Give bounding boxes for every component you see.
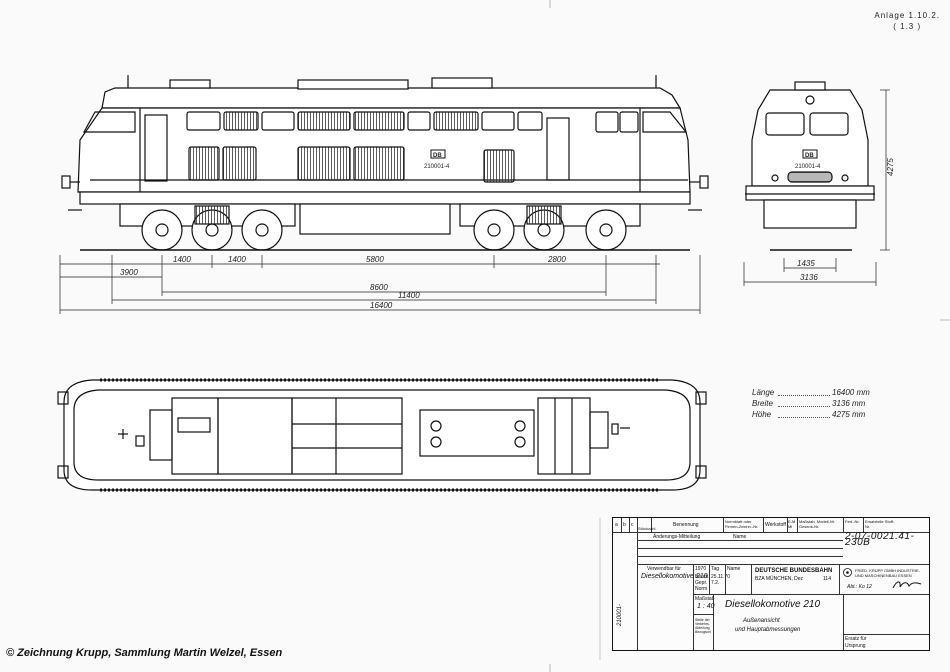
db-logo-front: DB	[802, 149, 818, 159]
side-stamp: Stelle der Verkehrs-Abteilung Bezugsort	[695, 618, 711, 634]
dim-4275: 4275	[886, 158, 895, 176]
annex-sub: ( 1.3 )	[893, 22, 922, 31]
dim-16400: 16400	[370, 301, 393, 310]
header-col-norm: Normblatt oder Firmen-Zeichn.-Nr.	[725, 519, 759, 529]
dim-11400: 11400	[398, 291, 420, 300]
sheet-crop-marks	[549, 0, 950, 672]
header-col-b: b	[623, 522, 626, 528]
dim-8600: 8600	[370, 283, 388, 292]
railway-name: DEUTSCHE BUNDESBAHN	[755, 568, 833, 574]
spec-width-label: Breite	[752, 399, 773, 408]
drawing-subtitle-2: und Hauptabmessungen	[735, 627, 801, 633]
signature-icon	[891, 578, 923, 594]
rear-bogie	[459, 203, 641, 251]
front-bogie	[119, 203, 296, 251]
spec-length-value: 16400 mm	[832, 388, 870, 397]
front-view-drawing	[745, 81, 875, 251]
loco-number-side: 210001-4	[424, 164, 450, 170]
header-col-qty: Stückzahl	[638, 526, 656, 531]
dim-1435: 1435	[797, 259, 815, 268]
top-view-drawing	[57, 378, 707, 492]
annex-label: Anlage 1.10.2. ( 1.3 )	[874, 10, 940, 32]
header-col-model: Maßstab, Modell-Nr. Gesenk-Nr.	[799, 519, 836, 529]
svg-text:DB: DB	[433, 153, 442, 159]
header-col-name: Benennung	[673, 522, 699, 528]
date-bearb: 25.11.70	[711, 574, 731, 580]
date-gepr: 7.2.	[711, 580, 720, 586]
scale-value: 1 : 40	[697, 603, 715, 610]
dim-3900: 3900	[120, 268, 138, 277]
dim-5800: 5800	[366, 255, 384, 264]
header-col-a: a	[615, 522, 618, 528]
railway-office: BZA MÜNCHEN, Dez	[755, 576, 804, 582]
spec-width-value: 3136 mm	[832, 399, 866, 408]
bearb-label: Bearb.	[695, 574, 710, 580]
spec-width: Breite 3136 mm	[752, 398, 870, 409]
side-view-drawing	[61, 75, 709, 251]
dim-1400-a: 1400	[173, 255, 191, 264]
drawing-subtitle-1: Außenansicht	[743, 618, 780, 624]
drawing-credit: © Zeichnung Krupp, Sammlung Martin Welze…	[6, 647, 283, 659]
main-dimensions-legend: Länge 16400 mm Breite 3136 mm Höhe 4275 …	[752, 387, 870, 420]
svg-text:DB: DB	[805, 153, 814, 159]
dim-1400-b: 1400	[228, 255, 246, 264]
gepr-label: Gepr.	[695, 580, 708, 586]
spec-height-value: 4275 mm	[832, 410, 866, 419]
krupp-logo-icon	[843, 568, 852, 579]
ursprung-label: Ursprung	[845, 643, 866, 649]
header-col-fert: Fert.-Nr.	[845, 519, 860, 524]
maker-line-1: FRIED. KRUPP GMBH INDUSTRIE-	[855, 568, 921, 573]
railway-office-code: 114	[823, 576, 831, 582]
dim-2800: 2800	[547, 255, 566, 264]
spec-height-label: Höhe	[752, 410, 772, 419]
header-col-em: E-M Mi	[788, 519, 796, 529]
header-col-parts: Ersatzteile Stoff-Nr.	[865, 519, 895, 529]
spec-length-label: Länge	[752, 388, 775, 397]
header-col-material: Werkstoff	[765, 522, 786, 528]
spec-height: Höhe 4275 mm	[752, 409, 870, 420]
side-drawing-code: 210001-	[617, 603, 623, 626]
loco-number-front: 210001-4	[795, 164, 821, 170]
change-notice-label: Änderungs-Mitteilung	[653, 534, 701, 540]
maker-line-2: UND MASCHINENBAU ESSEN	[855, 573, 912, 578]
side-dimension-labels: 1400 1400 5800 2800 3900 8600 11400 1640…	[120, 255, 566, 310]
annex-number: Anlage 1.10.2.	[874, 11, 940, 20]
year: 1970	[695, 566, 707, 572]
used-for-value: Diesellokomotive 210	[641, 573, 708, 580]
header-col-c: c	[631, 522, 634, 528]
side-dimension-lines	[59, 255, 701, 314]
used-for-label: Verwendbar für	[647, 566, 681, 572]
scale-label: Maßstab	[695, 596, 715, 602]
change-name-label: Name	[733, 534, 747, 540]
spec-length: Länge 16400 mm	[752, 387, 870, 398]
day-label: Tag	[711, 566, 720, 572]
maker-department: Abt.: Ko 12	[847, 584, 872, 590]
norm-label: Norm	[695, 586, 708, 592]
front-dimension-lines	[743, 89, 890, 286]
drawing-number: 2-07-0021.41-230B	[845, 531, 915, 548]
db-logo-side: DB	[430, 149, 446, 159]
drawing-title: Diesellokomotive 210	[725, 599, 821, 610]
name-col-label: Name	[727, 566, 741, 572]
ersatz-label: Ersatz für	[845, 636, 867, 642]
title-block: a b c Stückzahl Benennung Normblatt oder…	[612, 517, 930, 651]
dim-3136: 3136	[800, 273, 818, 282]
